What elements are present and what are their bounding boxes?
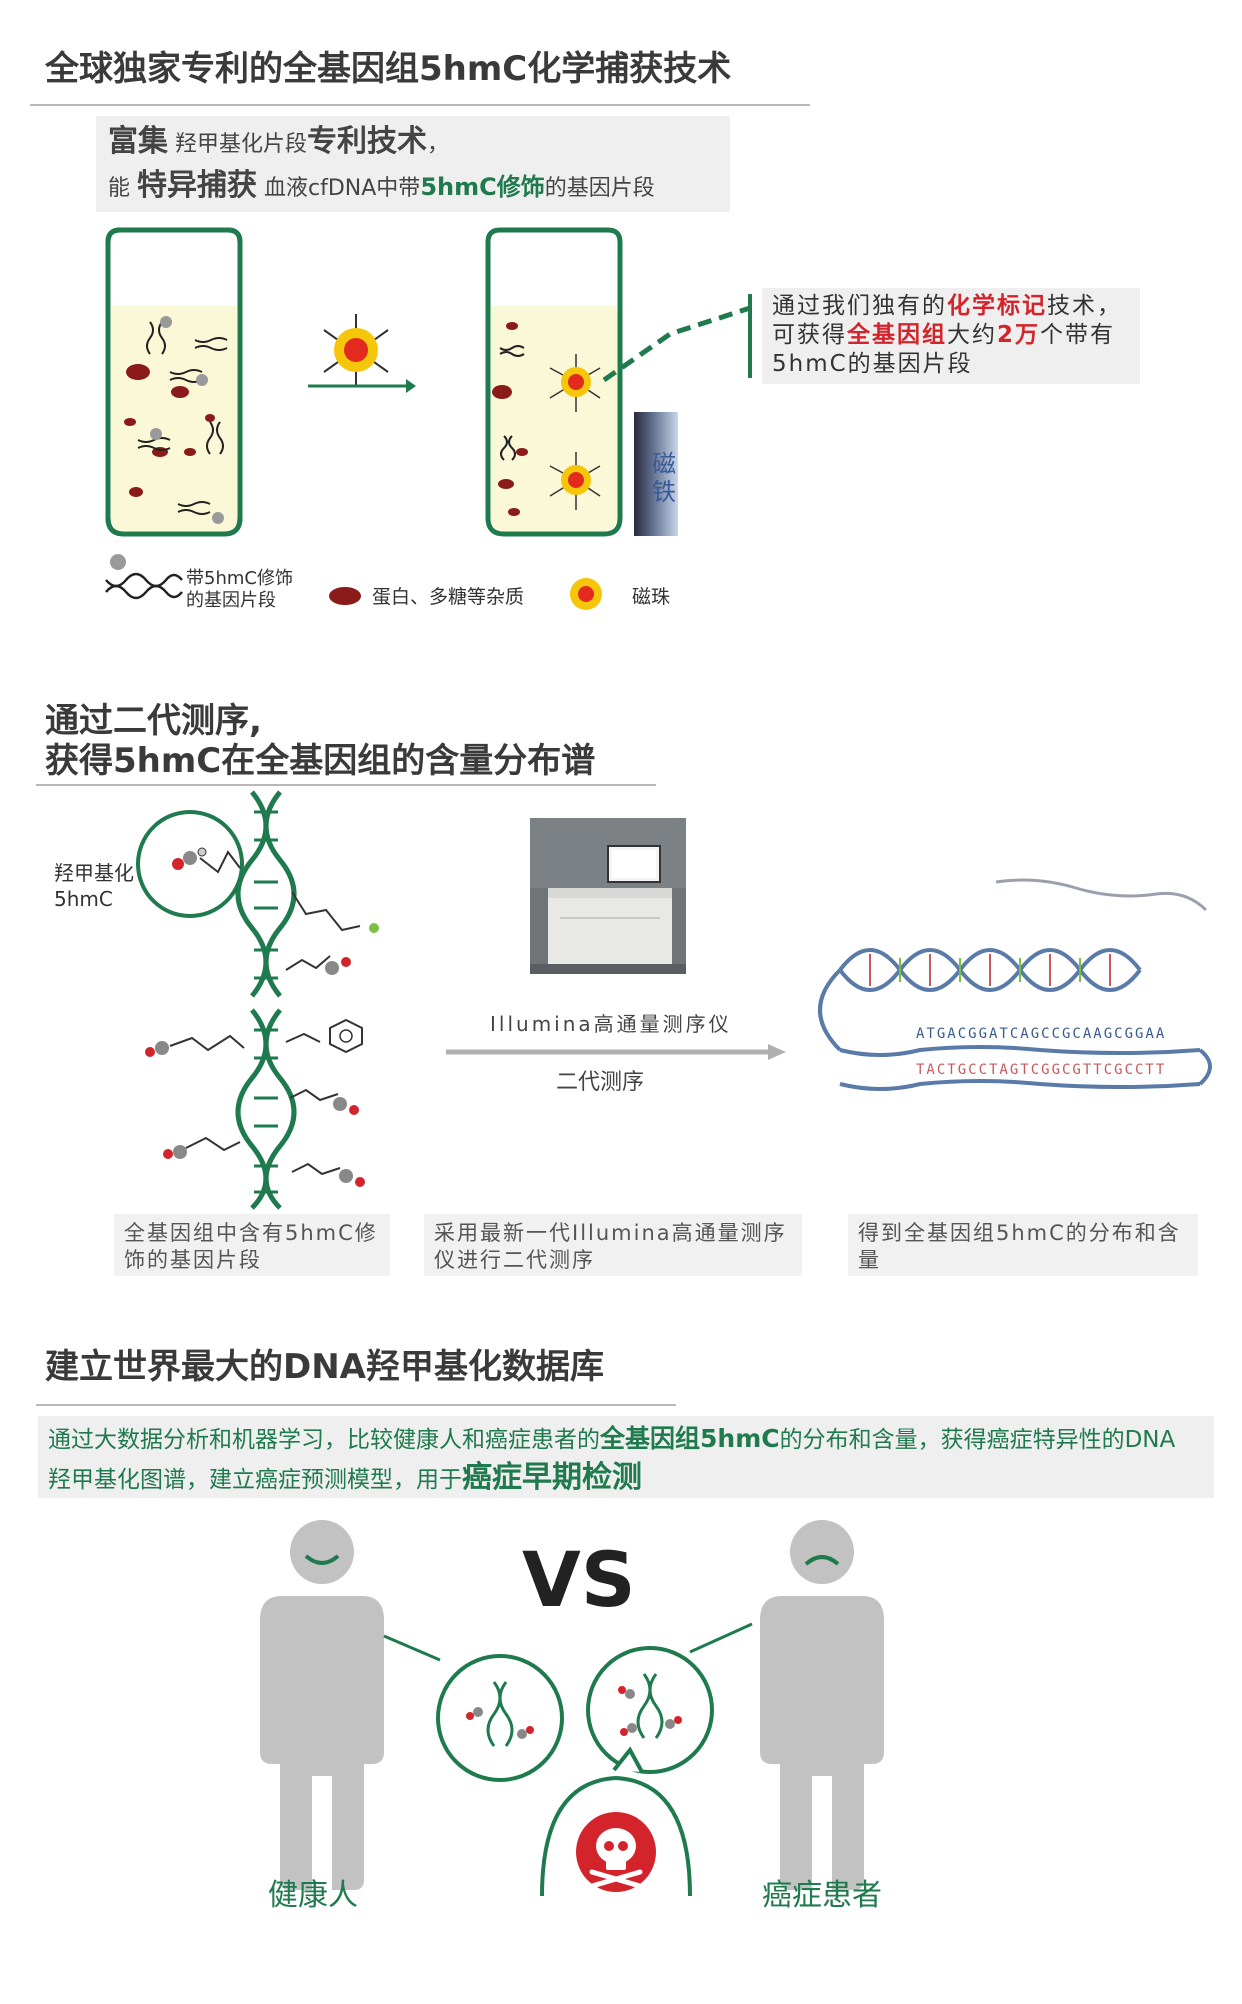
callout-chem-label: 化学标记 — [947, 293, 1047, 319]
callout-20k: 2万 — [997, 322, 1041, 348]
section2-title-line2: 获得5hmC在全基因组的含量分布谱 — [45, 741, 596, 781]
test-tube-left — [105, 227, 243, 537]
intro-patent: 专利技术 — [307, 124, 428, 159]
callout-g: 个带有5hmC的基因片段 — [772, 322, 1116, 377]
intro-enrich: 富集 — [108, 124, 168, 159]
section3-desc: 通过大数据分析和机器学习，比较健康人和癌症患者的全基因组5hmC的分布和含量，获… — [48, 1420, 1198, 1499]
sequencer-label: Illumina高通量测序仪 — [490, 1012, 732, 1036]
section1-rule — [30, 104, 810, 106]
intro-comma: ， — [427, 132, 450, 157]
section1-intro-box — [96, 116, 730, 212]
caption-distribution: 得到全基因组5hmC的分布和含量 — [848, 1214, 1198, 1276]
callout-genome: 全基因组 — [847, 322, 947, 348]
magnet-icon — [634, 412, 678, 536]
legend-dna-icon — [105, 554, 183, 600]
intro-cfdna: 血液cfDNA中带 — [264, 176, 421, 201]
bead-cluster-2 — [549, 452, 601, 510]
callout-c: 技术，可获得 — [772, 293, 1122, 348]
smile-face-icon — [304, 1554, 340, 1565]
protein-blob-icon — [329, 587, 361, 605]
patient-label: 癌症患者 — [762, 1878, 882, 1913]
vs-label: VS — [522, 1535, 636, 1624]
callout-connector — [602, 294, 752, 383]
sequencing-arrow-label: 二代测序 — [556, 1070, 645, 1095]
desc-a: 通过大数据分析和机器学习，比较健康人和癌症患者的 — [48, 1427, 600, 1453]
bead-cluster-1 — [549, 354, 601, 412]
section2-title-line1: 通过二代测序, — [45, 701, 262, 741]
healthy-label: 健康人 — [268, 1878, 358, 1913]
section2-rule — [36, 784, 656, 786]
desc-c: 的分布和含量，获得癌症特异性的DNA羟甲基化图谱，建立癌症预测模型，用于 — [48, 1427, 1176, 1493]
cancer-patient-figure — [760, 1520, 884, 1890]
intro-fragment: 羟甲基化片段 — [175, 132, 308, 157]
section1-title: 全球独家专利的全基因组5hmC化学捕获技术 — [45, 49, 732, 89]
dna-helix-sequence — [818, 878, 1212, 1091]
callout-text: 通过我们独有的化学标记技术，可获得全基因组大约2万个带有5hmC的基因片段 — [772, 292, 1132, 379]
caption-genome-fragments: 全基因组中含有5hmC修饰的基因片段 — [114, 1214, 390, 1276]
legend-bead-label: 磁珠 — [632, 586, 671, 608]
intro-5hmc: 5hmC修饰 — [420, 173, 545, 201]
test-tube-right — [485, 227, 623, 537]
intro-capture: 特异捕获 — [137, 168, 258, 203]
section3-title: 建立世界最大的DNA羟甲基化数据库 — [45, 1347, 604, 1387]
label-5hmc: 羟甲基化 5hmC — [54, 861, 134, 911]
caption-illumina: 采用最新一代Illumina高通量测序仪进行二代测序 — [424, 1214, 802, 1276]
callout-e: 大约 — [947, 322, 997, 348]
skull-bubble — [540, 1775, 692, 1897]
legend-bead-icon — [570, 578, 602, 610]
section1-intro-line1: 富集 羟甲基化片段专利技术， — [108, 124, 449, 163]
desc-early-detection: 癌症早期检测 — [462, 1460, 642, 1495]
dna-5hmc-diagram — [136, 790, 379, 1210]
intro-can: 能 — [108, 176, 131, 201]
magnetic-bead-icon — [323, 314, 389, 386]
callout-a: 通过我们独有的 — [772, 293, 947, 319]
section3-rule — [36, 1404, 676, 1406]
section1-intro-line2: 能 特异捕获 血液cfDNA中带5hmC修饰的基因片段 — [108, 168, 655, 207]
sequencing-arrow — [446, 1044, 786, 1060]
healthy-person-figure — [260, 1520, 384, 1890]
arrow-right-icon — [308, 379, 416, 393]
section3-desc-box — [38, 1416, 1214, 1498]
sequencer-icon — [530, 818, 686, 974]
skull-icon — [596, 1828, 636, 1870]
comparison-diagram — [383, 1622, 753, 1841]
sad-face-icon — [804, 1555, 840, 1566]
sequence-bottom-strand: TACTGCCTAGTCGGCGTTCGCCTT — [916, 1062, 1167, 1078]
desc-5hmc: 全基因组5hmC — [600, 1424, 780, 1453]
magnet-label: 磁铁 — [652, 450, 676, 506]
legend-protein-label: 蛋白、多糖等杂质 — [372, 586, 525, 608]
intro-gene: 的基因片段 — [544, 176, 655, 201]
legend-dna-label: 带5hmC修饰的基因片段 — [186, 568, 293, 611]
sequence-top-strand: ATGACGGATCAGCCGCAAGCGGAA — [916, 1026, 1167, 1042]
callout-box — [762, 288, 1140, 384]
